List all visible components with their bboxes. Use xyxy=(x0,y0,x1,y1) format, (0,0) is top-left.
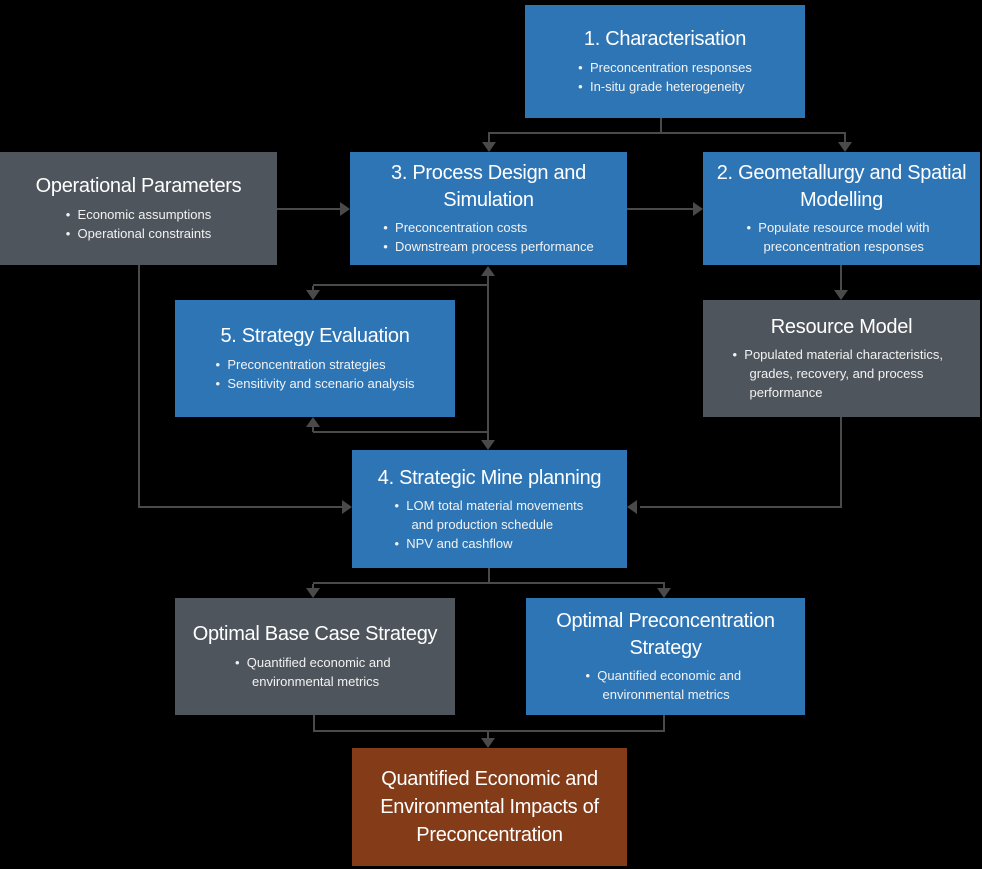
arrowhead-down-icon xyxy=(306,588,320,598)
box-title: Optimal Base Case Strategy xyxy=(192,623,438,646)
bullet-item: Sensitivity and scenario analysis xyxy=(216,375,414,394)
arrowhead-down-icon xyxy=(834,290,848,300)
arrowhead-right-icon xyxy=(693,202,703,216)
box-optimal-base-case: Optimal Base Case Strategy Quantified ec… xyxy=(175,598,455,715)
arrowhead-right-icon xyxy=(340,202,350,216)
box-title: Optimal Preconcentration Strategy xyxy=(556,610,775,659)
bullet-item: Downstream process performance xyxy=(383,238,594,257)
box-resource-model: Resource Model Populated material charac… xyxy=(703,300,980,417)
bullet-list: LOM total material movements and product… xyxy=(395,497,585,554)
box-optimal-preconcentration: Optimal Preconcentration Strategy Quanti… xyxy=(526,598,805,715)
connector-line xyxy=(277,208,342,210)
bullet-list: Quantified economic and environmental me… xyxy=(586,667,746,705)
bullet-list: Populate resource model with preconcentr… xyxy=(747,219,937,257)
bullet-item: Quantified economic and environmental me… xyxy=(235,654,395,692)
box-mine-planning: 4. Strategic Mine planning LOM total mat… xyxy=(352,450,627,568)
connector-line xyxy=(488,132,846,134)
bullet-item: Preconcentration strategies xyxy=(216,356,415,375)
arrowhead-down-icon xyxy=(481,440,495,450)
connector-line xyxy=(627,208,695,210)
connector-line xyxy=(312,427,314,432)
connector-line xyxy=(640,506,842,508)
connector-line xyxy=(313,431,488,433)
box-title: 3. Process Design and Simulation xyxy=(391,162,586,211)
connector-line xyxy=(663,715,665,732)
box-strategy-evaluation: 5. Strategy Evaluation Preconcentration … xyxy=(175,300,455,417)
bullet-list: Preconcentration costs Downstream proces… xyxy=(383,219,594,257)
connector-line xyxy=(840,265,842,291)
arrowhead-left-icon xyxy=(627,500,637,514)
arrowhead-down-icon xyxy=(482,142,496,152)
bullet-list: Preconcentration strategies Sensitivity … xyxy=(216,356,415,394)
connector-line xyxy=(313,715,315,732)
box-title: Resource Model xyxy=(770,316,913,339)
connector-line xyxy=(312,584,314,590)
bullet-item: Operational constraints xyxy=(66,225,212,244)
box-impacts: Quantified Economic and Environmental Im… xyxy=(352,748,627,866)
arrowhead-up-icon xyxy=(306,417,320,427)
connector-line xyxy=(663,584,665,590)
bullet-item: NPV and cashflow xyxy=(395,535,585,554)
box-geometallurgy: 2. Geometallurgy and Spatial Modelling P… xyxy=(703,152,980,265)
connector-line xyxy=(840,417,842,508)
connector-line xyxy=(138,265,140,507)
box-title: 4. Strategic Mine planning xyxy=(377,466,602,489)
bullet-item: Preconcentration costs xyxy=(383,219,593,238)
box-title: 1. Characterisation xyxy=(583,28,747,51)
bullet-item: Populate resource model with preconcentr… xyxy=(747,219,937,257)
bullet-item: Quantified economic and environmental me… xyxy=(586,667,746,705)
connector-line xyxy=(313,284,488,286)
arrowhead-down-icon xyxy=(306,290,320,300)
connector-line xyxy=(487,732,489,740)
connector-line xyxy=(312,286,314,292)
box-title: 5. Strategy Evaluation xyxy=(220,325,410,348)
connector-line xyxy=(488,568,490,584)
bullet-list: Quantified economic and environmental me… xyxy=(235,654,395,692)
arrowhead-up-icon xyxy=(481,266,495,276)
bullet-item: Preconcentration responses xyxy=(578,59,752,78)
box-title: 2. Geometallurgy and Spatial Modelling xyxy=(716,162,967,211)
box-title: Quantified Economic and Environmental Im… xyxy=(380,768,599,846)
bullet-list: Economic assumptions Operational constra… xyxy=(66,206,212,244)
bullet-item: Economic assumptions xyxy=(66,206,212,225)
connector-line xyxy=(488,134,490,144)
bullet-list: Populated material characteristics, grad… xyxy=(733,346,951,403)
bullet-item: In-situ grade heterogeneity xyxy=(578,78,752,97)
arrowhead-right-icon xyxy=(342,500,352,514)
box-operational-parameters: Operational Parameters Economic assumpti… xyxy=(0,152,277,265)
arrowhead-down-icon xyxy=(481,738,495,748)
connector-line xyxy=(844,134,846,144)
box-characterisation: 1. Characterisation Preconcentration res… xyxy=(525,5,805,118)
arrowhead-down-icon xyxy=(838,142,852,152)
bullet-item: LOM total material movements and product… xyxy=(395,497,585,535)
bullet-list: Preconcentration responses In-situ grade… xyxy=(578,59,752,97)
arrowhead-down-icon xyxy=(657,588,671,598)
box-title: Operational Parameters xyxy=(35,175,242,198)
box-process-design: 3. Process Design and Simulation Preconc… xyxy=(350,152,627,265)
connector-line xyxy=(660,118,662,134)
bullet-item: Populated material characteristics, grad… xyxy=(733,346,951,403)
connector-line xyxy=(313,582,665,584)
connector-line xyxy=(313,730,665,732)
connector-line xyxy=(138,506,342,508)
connector-line xyxy=(487,276,489,442)
